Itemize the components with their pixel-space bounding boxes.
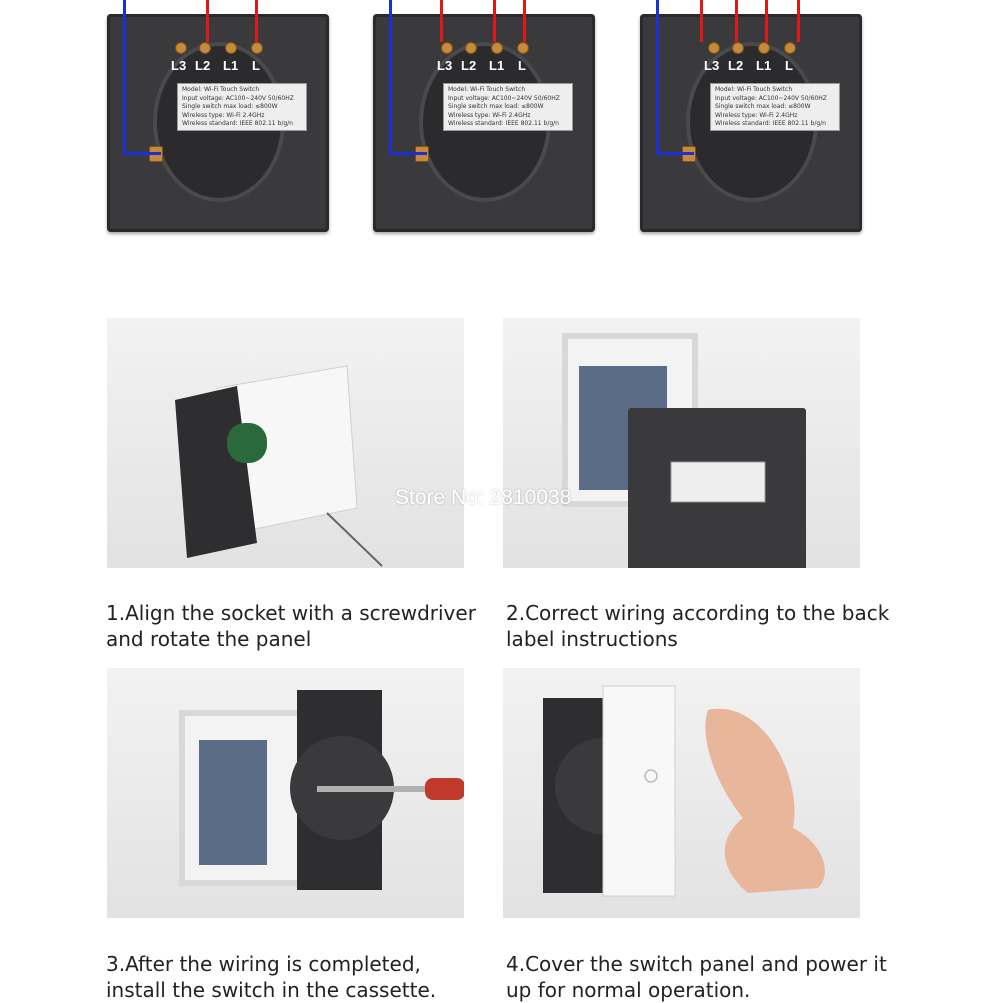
step-4-illustration [543, 685, 825, 897]
spec-voltage: Input voltage: AC100~240V 50/60HZ [182, 94, 294, 102]
step-2-photo [503, 318, 860, 568]
spec-load: Single switch max load: ≤800W [182, 103, 278, 110]
step-4-caption-line-1: 4.Cover the switch panel and power it [506, 952, 887, 976]
step-2-caption-line-1: 2.Correct wiring according to the back [506, 601, 890, 625]
terminal-label: L3 [704, 58, 720, 73]
live-wire [206, 0, 209, 42]
live-wire [700, 0, 703, 42]
step-4-caption: 4.Cover the switch panel and power it up… [506, 951, 887, 1003]
terminal-label: L3 [437, 58, 453, 73]
step-2-illustration [562, 333, 806, 568]
step-3-illustration [179, 690, 464, 890]
step-1-photo [107, 318, 464, 568]
terminal-label: L1 [489, 58, 505, 73]
live-wire [255, 0, 258, 42]
terminal-l [251, 42, 263, 54]
terminal-l1 [225, 42, 237, 54]
step-1-illustration [175, 365, 383, 567]
live-wire [735, 0, 738, 42]
step-3-caption: 3.After the wiring is completed, install… [106, 951, 436, 1003]
neutral-wire [656, 0, 659, 155]
spec-load: Single switch max load: ≤800W [715, 103, 811, 110]
wiring-panel-1: Model: Wi-Fi Touch Switch Input voltage:… [107, 0, 329, 235]
terminal-label: L3 [171, 58, 187, 73]
neutral-wire [656, 152, 694, 155]
store-watermark: Store No: 2810038 [395, 486, 572, 509]
terminal-l [784, 42, 796, 54]
switch-back-panel: Model: Wi-Fi Touch Switch Input voltage:… [373, 14, 595, 232]
live-wire [523, 0, 526, 42]
terminal-l [517, 42, 529, 54]
wiring-panel-2: Model: Wi-Fi Touch Switch Input voltage:… [373, 0, 595, 235]
spec-model: Model: Wi-Fi Touch Switch [448, 86, 526, 93]
terminal-l1 [758, 42, 770, 54]
terminal-label: L [518, 58, 526, 73]
terminal-label: L2 [195, 58, 211, 73]
live-wire [765, 0, 768, 42]
terminal-label: L1 [223, 58, 239, 73]
spec-label: Model: Wi-Fi Touch Switch Input voltage:… [443, 83, 573, 131]
spec-load: Single switch max load: ≤800W [448, 103, 544, 110]
spec-wireless-standard: Wireless standard: IEEE 802.11 b/g/n [715, 120, 826, 127]
live-wire [493, 0, 496, 42]
neutral-wire [123, 152, 161, 155]
live-wire [797, 0, 800, 42]
step-1-caption-line-2: and rotate the panel [106, 627, 312, 651]
terminal-l3 [175, 42, 187, 54]
spec-model: Model: Wi-Fi Touch Switch [182, 86, 260, 93]
terminal-label: L2 [461, 58, 477, 73]
terminal-l2 [199, 42, 211, 54]
step-3-photo [107, 668, 464, 918]
switch-back-panel: Model: Wi-Fi Touch Switch Input voltage:… [107, 14, 329, 232]
step-2-caption: 2.Correct wiring according to the back l… [506, 600, 889, 652]
step-4-caption-line-2: up for normal operation. [506, 978, 751, 1002]
terminal-label: L1 [756, 58, 772, 73]
terminal-label: L2 [728, 58, 744, 73]
switch-back-panel: Model: Wi-Fi Touch Switch Input voltage:… [640, 14, 862, 232]
terminal-l3 [708, 42, 720, 54]
terminal-label: L [785, 58, 793, 73]
terminal-l2 [465, 42, 477, 54]
spec-wireless-type: Wireless type: Wi-Fi 2.4GHz [715, 111, 798, 119]
spec-wireless-standard: Wireless standard: IEEE 802.11 b/g/n [448, 120, 559, 127]
spec-wireless-standard: Wireless standard: IEEE 802.11 b/g/n [182, 120, 293, 127]
spec-voltage: Input voltage: AC100~240V 50/60HZ [715, 94, 827, 102]
live-wire [440, 0, 443, 42]
spec-label: Model: Wi-Fi Touch Switch Input voltage:… [177, 83, 307, 131]
neutral-wire [123, 0, 126, 155]
neutral-wire [389, 152, 427, 155]
terminal-l3 [441, 42, 453, 54]
step-4-photo [503, 668, 860, 918]
neutral-wire [389, 0, 392, 155]
step-3-caption-line-2: install the switch in the cassette. [106, 978, 437, 1002]
step-3-caption-line-1: 3.After the wiring is completed, [106, 952, 421, 976]
terminal-l1 [491, 42, 503, 54]
terminal-label: L [252, 58, 260, 73]
spec-voltage: Input voltage: AC100~240V 50/60HZ [448, 94, 560, 102]
terminal-l2 [732, 42, 744, 54]
spec-model: Model: Wi-Fi Touch Switch [715, 86, 793, 93]
wiring-panel-3: Model: Wi-Fi Touch Switch Input voltage:… [640, 0, 862, 235]
step-2-caption-line-2: label instructions [506, 627, 678, 651]
spec-wireless-type: Wireless type: Wi-Fi 2.4GHz [182, 111, 265, 119]
step-1-caption: 1.Align the socket with a screwdriver an… [106, 600, 476, 652]
step-1-caption-line-1: 1.Align the socket with a screwdriver [106, 601, 476, 625]
spec-wireless-type: Wireless type: Wi-Fi 2.4GHz [448, 111, 531, 119]
spec-label: Model: Wi-Fi Touch Switch Input voltage:… [710, 83, 840, 131]
